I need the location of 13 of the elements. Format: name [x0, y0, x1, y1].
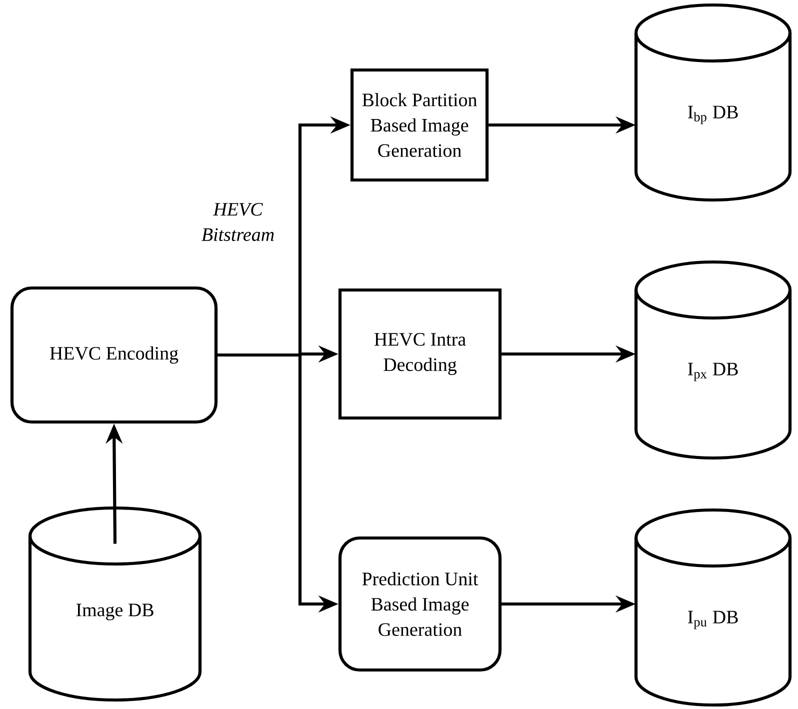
- annotation-label: HEVC Bitstream: [202, 202, 274, 242]
- node-label: I$_{pu}$ DB: [688, 610, 738, 630]
- node-label: I$_{px}$ DB: [688, 362, 738, 382]
- database-cylinder: I$_{pu}$ DB: [634, 508, 792, 707]
- database-cylinder: I$_{px}$ DB: [634, 260, 792, 460]
- process-box: Block Partition Based Image Generation: [350, 68, 489, 182]
- database-cylinder: Image DB: [28, 506, 202, 702]
- process-box: Prediction Unit Based Image Generation: [338, 536, 502, 672]
- database-cylinder: I$_{bp}$ DB: [634, 3, 792, 202]
- process-box: HEVC Encoding: [10, 286, 218, 424]
- node-label: I$_{bp}$ DB: [688, 106, 738, 124]
- process-box: HEVC Intra Decoding: [338, 288, 502, 420]
- node-label: Image DB: [76, 604, 154, 620]
